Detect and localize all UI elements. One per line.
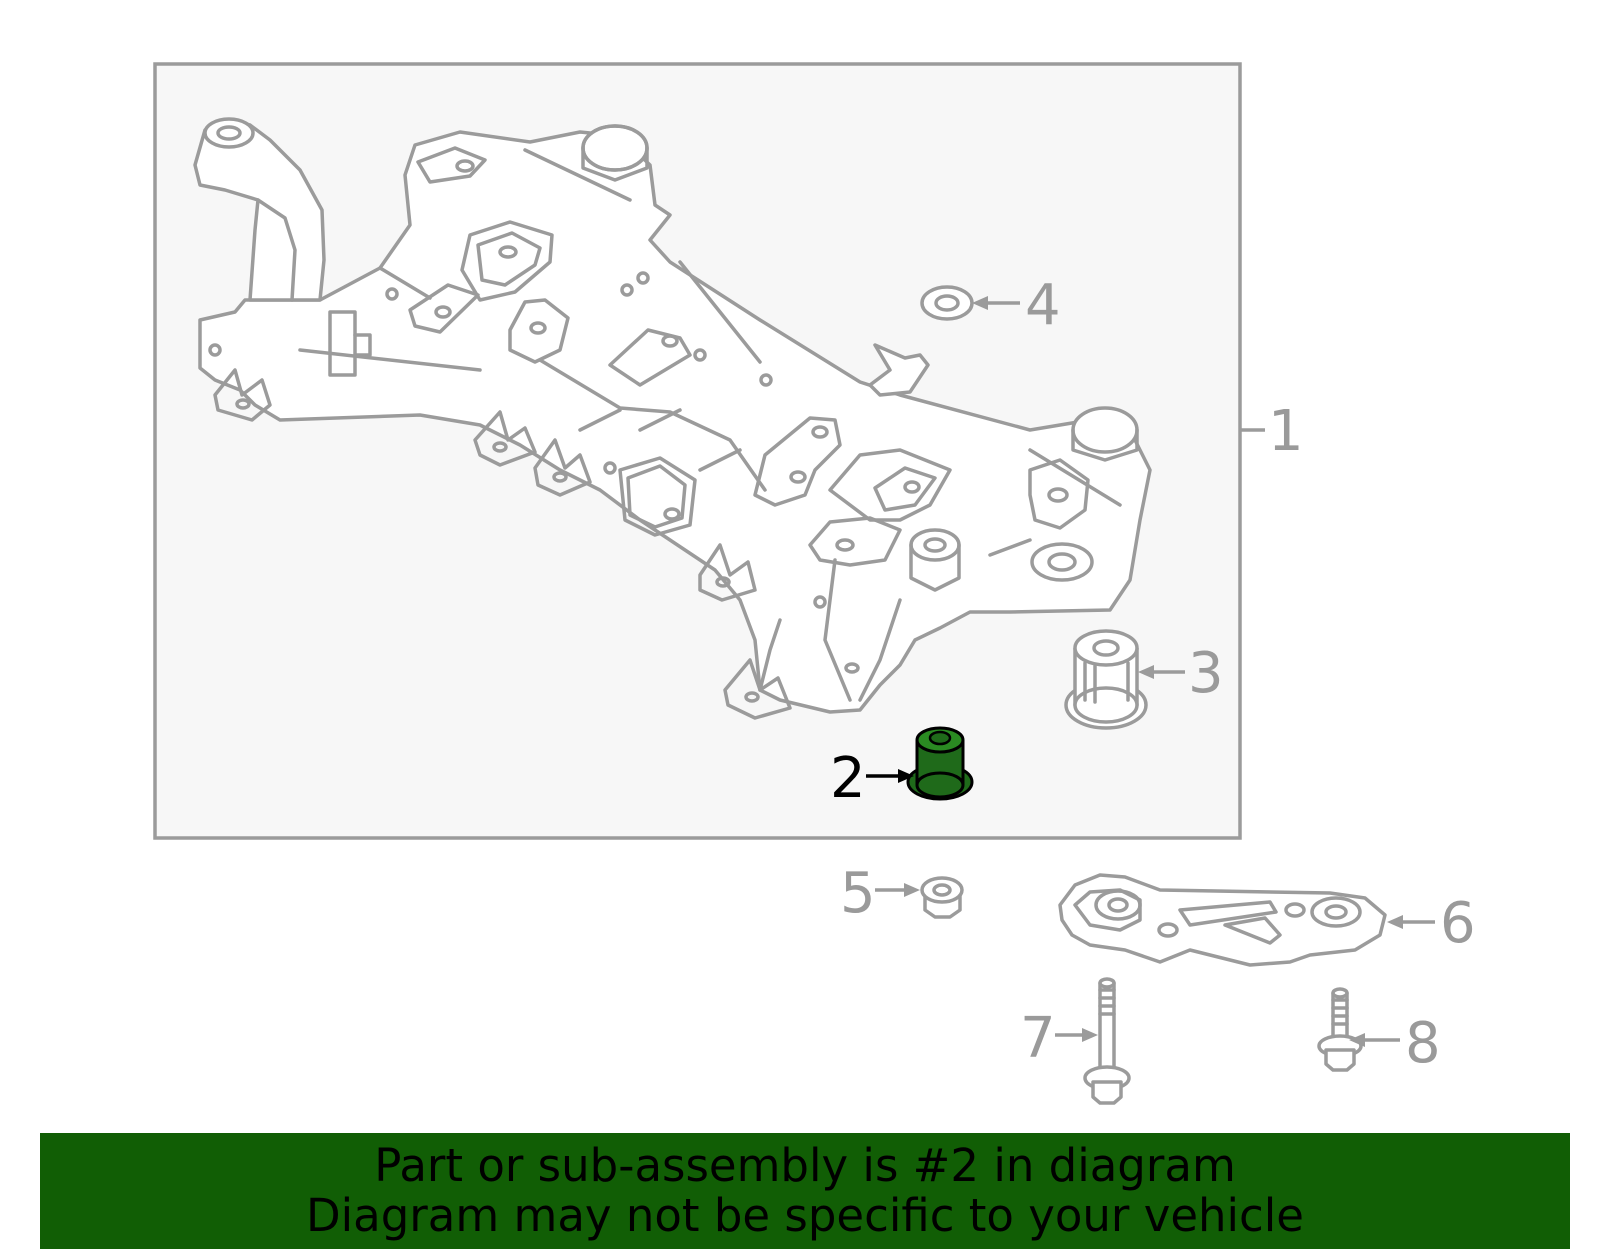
- callout-6: 6: [1440, 891, 1476, 956]
- callout-8: 8: [1405, 1011, 1441, 1076]
- subframe-illustration: [193, 117, 1152, 720]
- banner-line-2: Diagram may not be specific to your vehi…: [306, 1189, 1304, 1242]
- part-5-nut[interactable]: [920, 876, 964, 919]
- part-3-bushing[interactable]: [1064, 629, 1148, 730]
- callout-2: 2: [830, 746, 866, 811]
- part-2-bushing[interactable]: [906, 726, 974, 801]
- part-6-plate[interactable]: [1058, 873, 1387, 967]
- callout-5: 5: [840, 861, 876, 926]
- banner-line-1: Part or sub-assembly is #2 in diagram: [374, 1139, 1236, 1192]
- info-banner: Part or sub-assembly is #2 in diagram Di…: [40, 1133, 1570, 1249]
- callout-4: 4: [1025, 273, 1061, 338]
- callout-1: 1: [1268, 399, 1304, 464]
- callout-leaders: [866, 296, 1435, 1047]
- callout-3: 3: [1188, 641, 1224, 706]
- part-7-bolt[interactable]: [1083, 977, 1131, 1105]
- callout-7: 7: [1020, 1006, 1056, 1071]
- part-4-washer[interactable]: [920, 285, 974, 321]
- part-8-bolt[interactable]: [1317, 987, 1363, 1072]
